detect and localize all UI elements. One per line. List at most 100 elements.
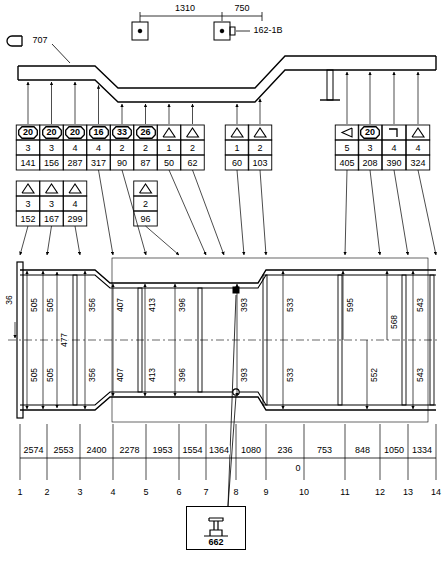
table-cell: 167 [43,215,60,224]
dimension-tick [140,12,141,21]
leader-line [47,226,52,255]
table-cell-border [248,155,272,170]
dimension: 2574 [22,446,44,455]
leader-line [20,226,28,255]
left-triangle-symbol [342,128,352,137]
frame-side-view [18,70,436,102]
leader-line [169,170,206,255]
triangle-symbol [254,128,266,137]
table-cell-border [181,155,205,170]
table-cell-border [110,155,134,170]
crossmember [198,288,202,392]
dimension-line [145,284,146,340]
symbol-box: 16 [89,126,109,139]
table-cell-border [335,155,359,170]
dimension: 413 [148,367,157,383]
table-cell: 4 [414,144,421,153]
leader-line [237,104,238,124]
leader-line [145,104,146,124]
table-cell: 3 [24,200,31,209]
table-cell-border [16,196,40,211]
symbol-number: 33 [117,128,127,137]
leader-line [75,82,76,124]
symbol-number: 20 [46,128,56,137]
table-cell: 405 [338,159,355,168]
table-cell: 87 [139,159,151,168]
table-cell: 1 [165,144,172,153]
leader-line [418,170,436,255]
dimension: 848 [354,446,371,455]
crossmember [402,275,406,405]
dimension: 568 [390,314,399,330]
dimension-tick [436,424,437,480]
octagon-symbol [89,127,108,138]
dimension-tick [146,424,147,480]
table-cell-border [16,140,40,155]
leader-line [51,82,52,124]
dimension: 533 [286,297,295,313]
dimension: 1334 [411,446,433,455]
dimension: 413 [148,297,157,313]
triangle-symbol [231,128,243,137]
leader-line [122,170,146,255]
table-cell-border [358,140,382,155]
point-number: 7 [202,488,209,497]
drawing-group [7,12,440,506]
table-cell: 390 [385,159,402,168]
dimension-tick [236,424,237,480]
table-cell-border [87,155,111,170]
table-cell-border [63,155,87,170]
dimension: 1310 [174,4,196,13]
table-cell-border [134,181,158,196]
dimension: 36 [5,294,14,305]
dimension: 533 [286,367,295,383]
leader-line [228,295,236,506]
dimension-tick [47,424,48,480]
mount-point [233,389,239,395]
dimension-tick [80,424,81,480]
leader-line [418,72,419,124]
table-cell-border [63,211,87,226]
dimension-line [387,271,388,340]
leader-line [394,72,395,124]
symbol-box: 20 [65,126,85,139]
table-cell: 2 [118,144,125,153]
triangle-symbol [187,128,199,137]
dimension-line [20,458,436,459]
crossmember-stub [320,99,340,100]
table-cell: 103 [251,159,268,168]
dimension: 1364 [208,446,230,455]
part-number: 662 [208,538,223,547]
table-cell-border [63,140,87,155]
bracket-icon [214,22,230,40]
table-cell-border [225,125,249,140]
table-cell-border [406,125,430,140]
dimension-line [113,284,114,340]
table-cell-border [134,196,158,211]
point-number: 5 [142,488,149,497]
point-number: 4 [109,488,116,497]
point-number: 8 [232,488,239,497]
octagon-symbol [66,127,85,138]
mount-point [233,287,239,293]
jack-icon [196,514,236,538]
point-number: 6 [175,488,182,497]
table-cell-border [134,125,158,140]
symbol-box: 20 [42,126,62,139]
table-cell: 152 [19,215,36,224]
point-number: 3 [76,488,83,497]
octagon-symbol [42,127,61,138]
dimension: 2400 [85,446,107,455]
leader-line [122,104,123,124]
leader-line [193,170,225,255]
leader-line [237,170,244,255]
table-cell: 4 [71,144,78,153]
table-cell-border [63,196,87,211]
frame-side-view [18,56,436,88]
dimension: 753 [316,446,333,455]
table-cell-border [16,155,40,170]
table-cell: 90 [116,159,128,168]
side-rail [20,392,436,405]
leader-line [345,170,347,255]
dimension: 1050 [383,446,405,455]
